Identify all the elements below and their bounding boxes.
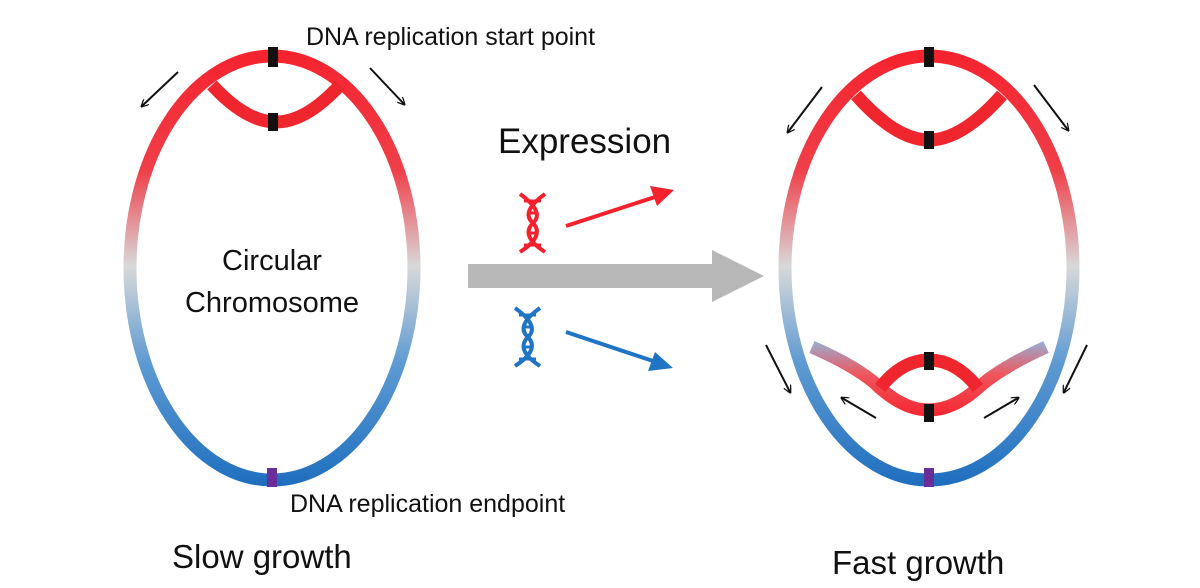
fork-direction-arrow: [369, 67, 404, 104]
fork-direction-arrow: [765, 344, 790, 392]
chromosome-label-line1: Circular: [222, 245, 322, 277]
expression-panel: Expression: [468, 122, 764, 371]
expression-label: Expression: [498, 122, 671, 161]
fork-direction-arrow: [1064, 344, 1088, 392]
transition-arrow-shaft: [468, 264, 718, 288]
origin-copy-marker: [924, 131, 934, 149]
slow-growth-chromosome: DNA replication start point Circular Chr…: [123, 23, 595, 575]
increase-expression-arrow: [565, 194, 659, 228]
origin-copy-marker: [268, 113, 278, 131]
dna-helix-icon: [513, 306, 542, 368]
terminus-marker: [267, 468, 277, 487]
fork-direction-arrow: [1033, 84, 1068, 130]
decrease-expression-arrowhead: [648, 352, 673, 371]
increase-expression-arrowhead: [650, 186, 674, 206]
origin-marker: [924, 47, 934, 67]
terminus-marker: [924, 468, 934, 487]
decrease-expression-arrow: [565, 330, 657, 364]
endpoint-label: DNA replication endpoint: [290, 490, 565, 518]
fork-direction-arrow: [788, 86, 823, 132]
origin-marker: [268, 47, 278, 67]
fork-direction-arrow: [842, 398, 877, 419]
start-point-label: DNA replication start point: [306, 23, 595, 51]
fork-direction-arrow: [142, 71, 179, 106]
fork-direction-arrow: [983, 398, 1018, 419]
secondary-origin-copy-marker: [924, 404, 934, 422]
dna-helix-icon: [518, 192, 547, 254]
fast-growth-chromosome: Fast growth: [765, 47, 1088, 581]
chromosome-label-line2: Chromosome: [185, 287, 359, 319]
fast-growth-label: Fast growth: [832, 544, 1004, 581]
secondary-origin-marker: [924, 352, 934, 370]
slow-growth-label: Slow growth: [172, 538, 352, 575]
transition-arrow-head: [712, 250, 764, 302]
